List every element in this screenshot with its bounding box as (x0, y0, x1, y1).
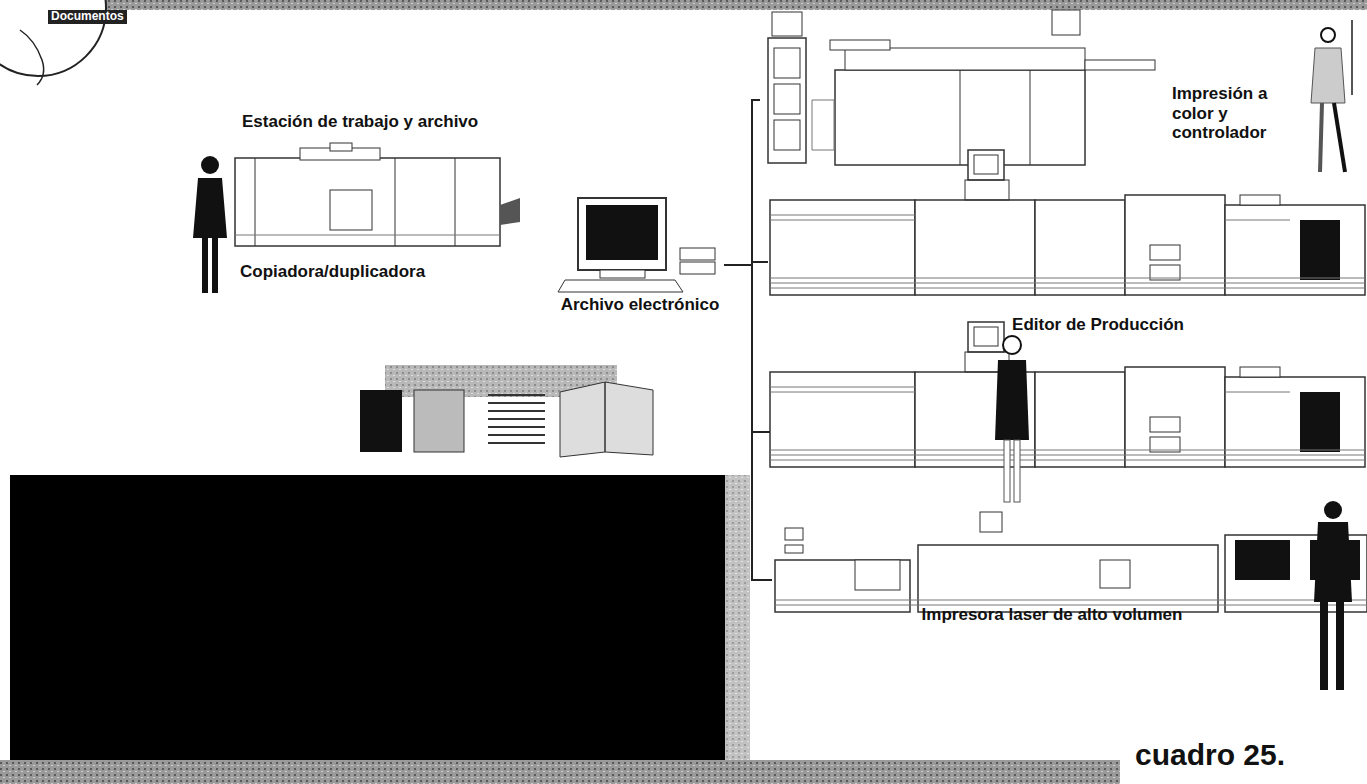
device-label: Estación de trabajo y archivo (242, 112, 542, 132)
device-label: Impresora laser de alto volumen (892, 605, 1212, 625)
device-label: Editor de Producción (948, 315, 1248, 335)
person (1314, 501, 1352, 690)
device-node: Impresión a color y controlador (760, 6, 1294, 170)
logo-text: Documentos (48, 10, 127, 24)
device-node: Impresora laser de alto volumen (772, 505, 1312, 635)
device-label: Impresión a color y controlador (1172, 84, 1290, 143)
person (193, 156, 227, 293)
document-icons (360, 382, 653, 457)
colour-printer (768, 10, 1155, 165)
computer (558, 198, 715, 292)
person (995, 336, 1029, 502)
production-editor (770, 322, 1365, 467)
device-label: Copiadora/duplicadora (240, 262, 500, 282)
device-node: Archivo electrónico (560, 195, 724, 345)
network-line (724, 265, 772, 580)
bus-branch (752, 431, 770, 433)
laser-printer (775, 512, 1367, 612)
figure-caption: cuadro 25. (1135, 738, 1285, 772)
person (1311, 20, 1352, 172)
network-line (724, 100, 760, 265)
copier (235, 143, 520, 246)
device-node: Editor de Producción (768, 145, 1367, 340)
production-editor (770, 150, 1365, 295)
device-label: Archivo electrónico (560, 295, 720, 315)
